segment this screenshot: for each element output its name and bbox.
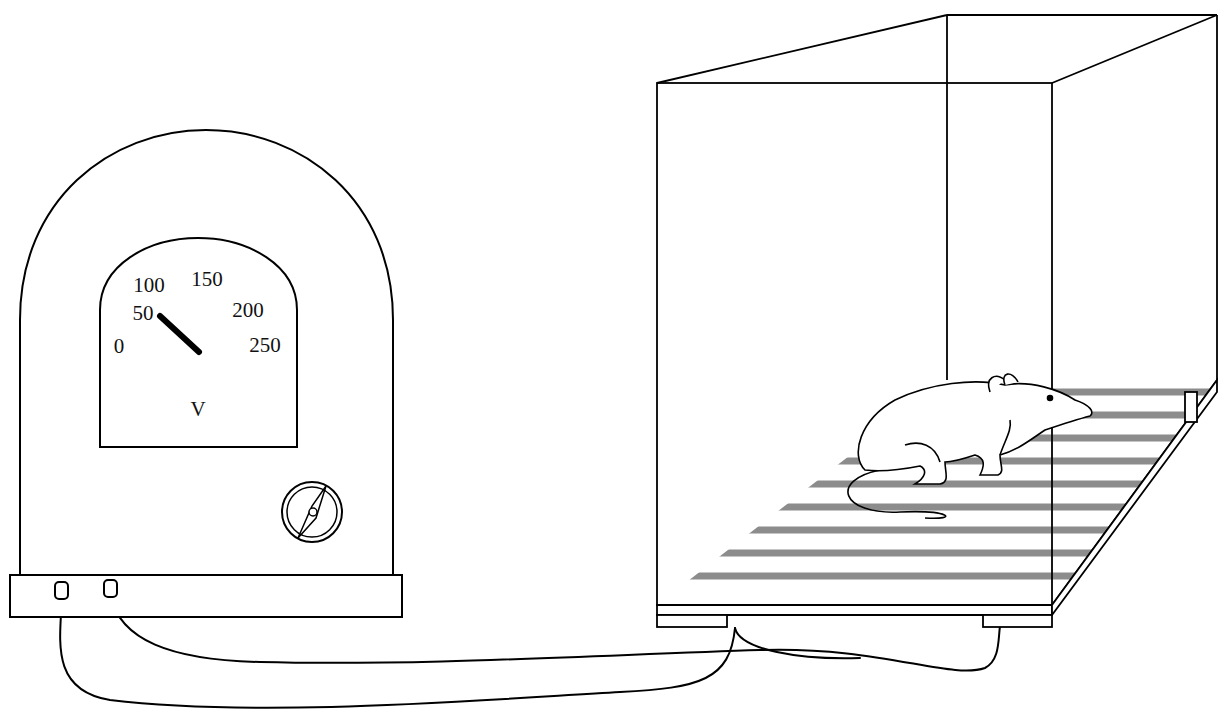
scale-number: 200	[232, 300, 264, 321]
scale-number: 100	[133, 275, 165, 296]
terminal	[55, 582, 68, 599]
rat	[848, 374, 1092, 518]
cage-foot	[983, 615, 1052, 627]
dial-window	[100, 238, 297, 447]
unit-label: V	[190, 399, 205, 420]
wire	[735, 628, 860, 658]
cage-front	[657, 83, 1052, 605]
floor-bar	[600, 527, 1218, 534]
scale-number: 50	[133, 303, 154, 324]
terminal	[104, 580, 117, 597]
floor-bar	[600, 550, 1218, 557]
scale-number: 250	[249, 335, 281, 356]
meter-needle	[160, 316, 199, 352]
meter-base	[10, 575, 402, 617]
floor-bar	[600, 573, 1218, 580]
voltmeter	[10, 130, 402, 617]
scale-number: 0	[114, 336, 125, 357]
scale-number: 150	[191, 269, 223, 290]
meter-housing	[20, 130, 393, 575]
control-knob	[282, 482, 342, 542]
floor-bar	[600, 481, 1218, 488]
cage	[600, 15, 1218, 627]
cage-foot	[657, 615, 727, 627]
